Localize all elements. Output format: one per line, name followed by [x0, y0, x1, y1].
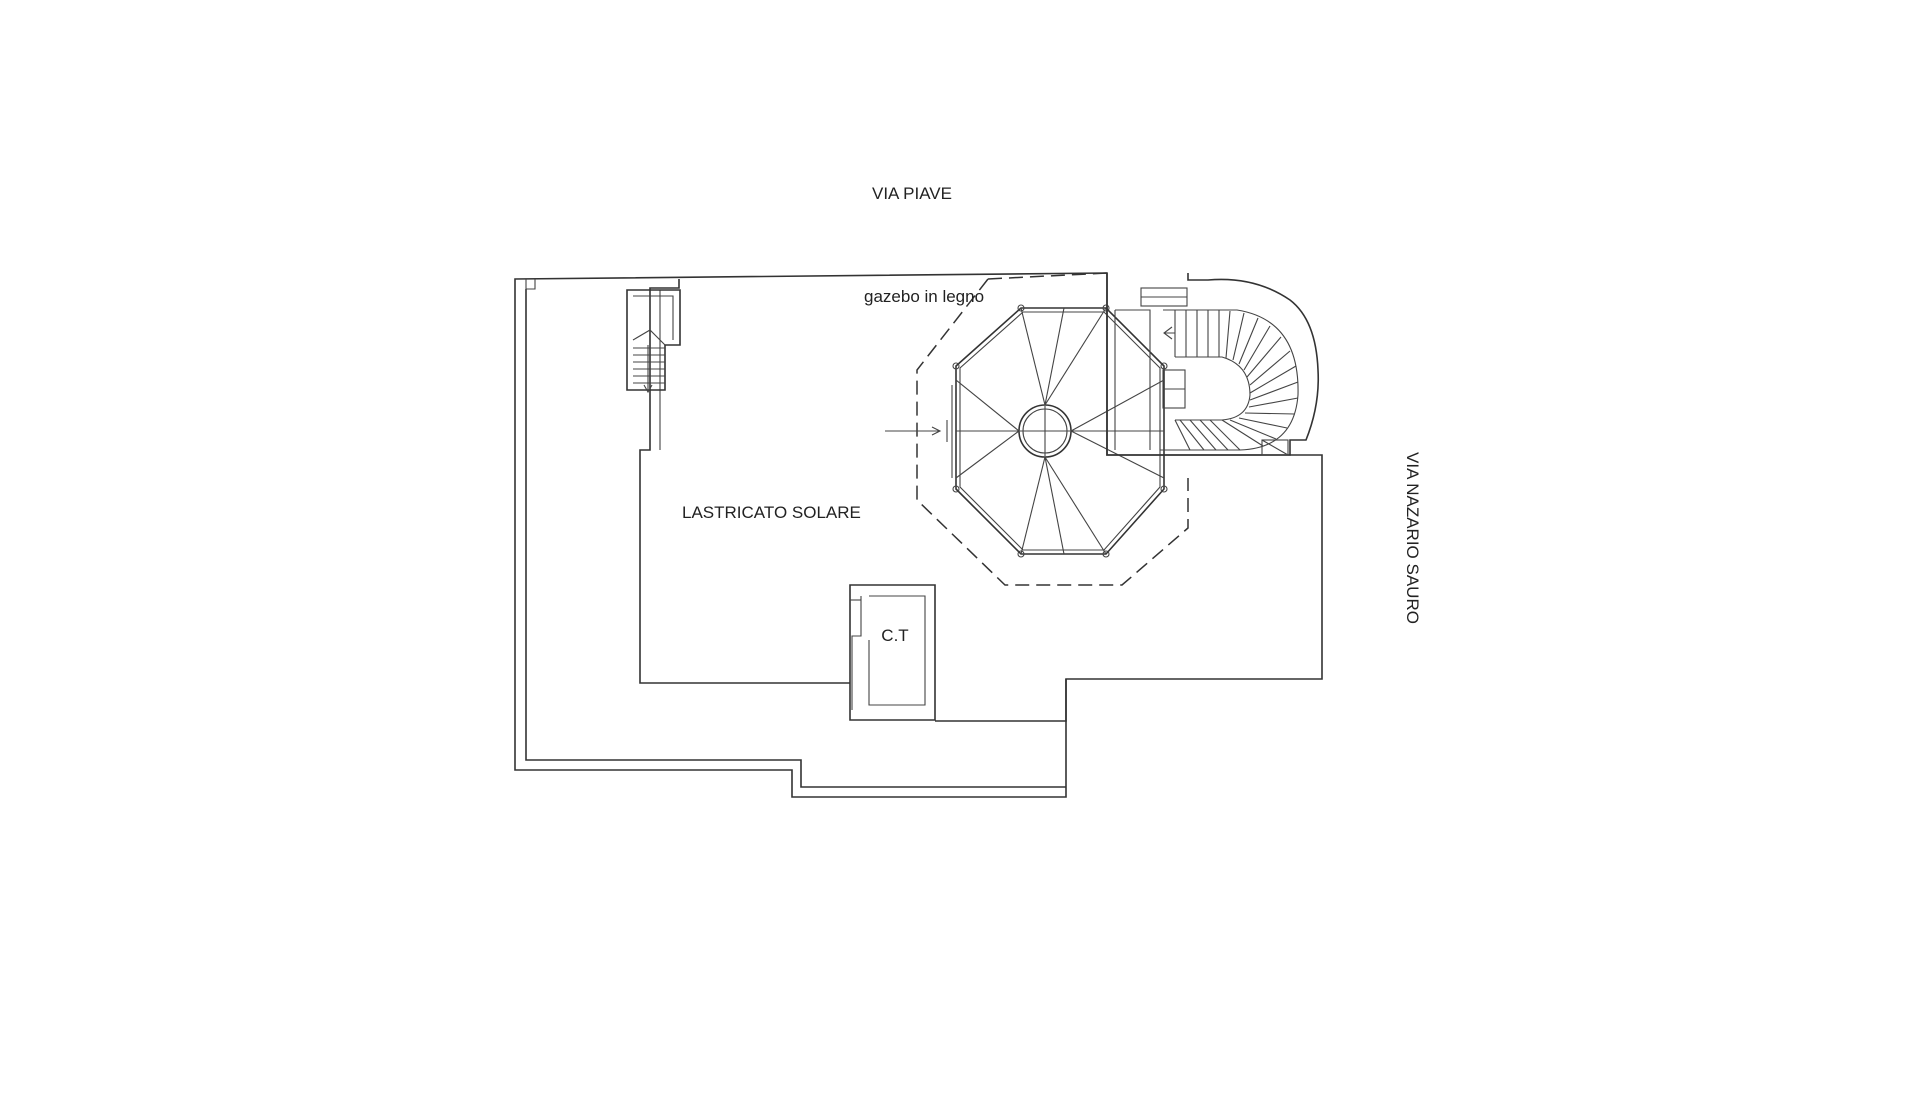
terrace-outline	[639, 279, 1067, 722]
gazebo-structure	[885, 304, 1168, 558]
boiler-room-label: C.T	[881, 626, 908, 645]
spiral-staircase	[1106, 273, 1320, 456]
gazebo-boundary	[916, 272, 1189, 586]
street-label-north: VIA PIAVE	[872, 184, 952, 203]
terrace-label: LASTRICATO SOLARE	[682, 503, 861, 522]
outer-wall	[514, 272, 1323, 798]
boiler-room	[849, 584, 936, 721]
small-staircase	[626, 289, 681, 394]
gazebo-label: gazebo in legno	[864, 287, 984, 306]
street-label-east: VIA NAZARIO SAURO	[1403, 452, 1422, 624]
